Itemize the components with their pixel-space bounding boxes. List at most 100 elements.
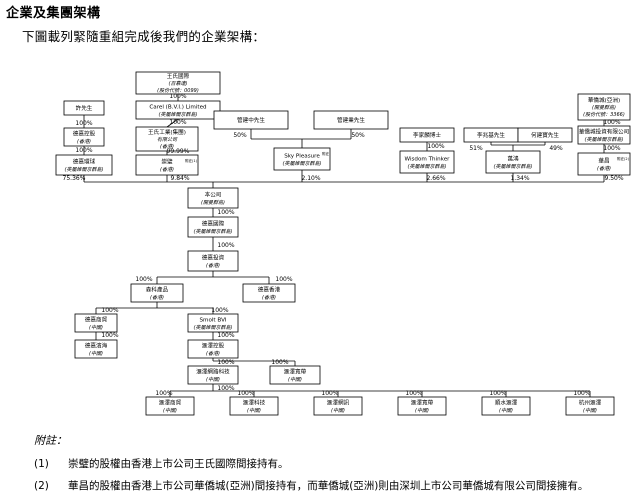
entity-label: 華僑城(亞洲) [588,96,620,104]
entity-label: (中國) [499,407,513,414]
entity-label: 何建寶先生 [531,131,559,139]
ownership-percentage: 75.36% [63,175,86,182]
entity-box-dijia_trade [74,313,118,333]
ownership-percentage: 100% [135,276,152,283]
entity-label: (中國) [331,407,345,414]
entity-box-wangshi [135,71,221,95]
entity-label: (英屬維爾京群島) [65,166,104,173]
ownership-percentage: 50% [233,132,247,139]
entity-label: 華僑城投資有限公司 [579,127,629,135]
entity-box-li_dr [399,127,455,143]
ownership-percentage: 100% [169,119,186,126]
ownership-percentage: 100% [211,307,228,314]
entity-note: 附註 [322,151,330,156]
note-1-text: 崇璧的股權由香港上市公司王氏國際間接持有。 [68,458,289,470]
entity-label: (英屬維爾京群島) [194,228,233,235]
entity-box-wangshi_gongye [135,126,199,152]
ownership-percentage: 100% [427,143,444,150]
entity-box-sub1 [145,396,195,416]
note-2-text: 華昌的股權由香港上市公司華僑城(亞洲)間接持有，而華僑城(亞洲)則由深圳上市公司… [68,480,589,492]
entity-box-dijia_hq [55,154,113,176]
entity-label: 李兆基先生 [477,131,505,139]
entity-label: (中國) [415,407,429,414]
entity-note: 附註(1) [185,158,198,163]
entity-label: (香港) [597,165,611,172]
entity-label: (香港) [206,350,220,357]
entity-box-dijia_hk [242,283,296,303]
entity-label: (香港) [160,166,174,173]
entity-box-dijia_inv [187,250,239,272]
entity-label: (中國) [89,324,103,331]
ownership-percentage: 100% [271,359,288,366]
ownership-percentage: 99.99% [167,148,190,155]
entity-label: 李家麟博士 [413,131,441,139]
entity-label: 管建業先生 [337,116,365,124]
entity-label: (香港) [77,138,91,145]
entity-box-carel [135,100,221,120]
ownership-percentage: 100% [489,390,506,397]
entity-label: 杭州滙澤 [579,398,602,406]
entity-box-sub2 [229,396,279,416]
intro-text: 下圖載列緊隨重組完成後我們的企業架構： [22,29,266,44]
entity-box-wancheng [485,150,541,174]
entity-label: (香港) [206,262,220,269]
ownership-percentage: 9.50% [604,175,623,182]
notes-label: 附註： [34,434,67,447]
ownership-percentage: 100% [321,390,338,397]
ownership-percentage: 100% [405,390,422,397]
ownership-percentage: 100% [217,385,234,392]
entity-label: (香港) [160,143,174,150]
ownership-percentage: 9.84% [170,175,189,182]
ownership-percentage: 2.10% [301,175,320,182]
ownership-percentage: 49% [549,145,563,152]
connector-line [166,118,179,128]
ownership-percentage: 100% [275,276,292,283]
ownership-percentage: 100% [237,390,254,397]
entity-label: (百慕達) [169,80,188,87]
note-1-number: (1) [34,458,49,470]
entity-box-sub5 [481,396,531,416]
entity-box-sub6 [565,396,615,416]
ownership-percentage: 1.34% [510,175,529,182]
entity-label: (中國) [583,407,597,414]
entity-label: 王氏國際 [167,72,190,80]
ownership-percentage: 100% [169,93,186,100]
entity-box-xu [63,100,105,116]
entity-label: 德嘉國際 [202,219,225,227]
entity-label: 德嘉濱海 [85,341,108,349]
entity-label: 王氏工業(集團) [148,128,186,136]
note-2: (2)華昌的股權由香港上市公司華僑城(亞洲)間接持有，而華僑城(亞洲)則由深圳上… [34,478,588,493]
entity-label: 德嘉控股 [73,129,96,137]
entity-box-dijia_binhai [74,339,118,359]
entity-label: 滙澤控股 [202,341,225,349]
entity-label: 德嘉投資 [202,253,225,261]
entity-box-huize_kuanju [269,365,321,385]
entity-label: 本公司 [205,190,222,198]
entity-box-huize_tech [187,365,239,385]
entity-box-sub3 [313,396,363,416]
ownership-percentage: 100% [101,332,118,339]
entity-label: 滙澤科技 [243,398,266,406]
ownership-percentage: 100% [217,359,234,366]
entity-label: (中國) [89,350,103,357]
entity-label: 滙澤網訊 [327,398,350,406]
entity-label: (股份代號：3366) [583,111,625,118]
ownership-percentage: 51% [469,145,483,152]
entity-box-senke [130,283,184,303]
entity-box-dijia_intl [187,216,239,238]
entity-label: 德嘉香港 [258,285,281,293]
page-title: 企業及集團架構 [6,6,101,21]
entity-label: 德嘉環球 [73,157,96,165]
entity-label: (香港) [262,294,276,301]
entity-box-wisdom [399,150,455,174]
entity-label: 崇璧 [161,157,173,165]
entity-box-guan1 [213,110,289,130]
entity-label: (中國) [288,376,302,383]
ownership-percentage: 100% [75,147,92,154]
entity-box-sky [273,147,331,171]
ownership-percentage: 100% [217,332,234,339]
entity-label: 萬鴻 [507,154,519,162]
entity-box-guan2 [313,110,389,130]
entity-box-huachang [577,152,631,176]
ownership-percentage: 100% [603,145,620,152]
